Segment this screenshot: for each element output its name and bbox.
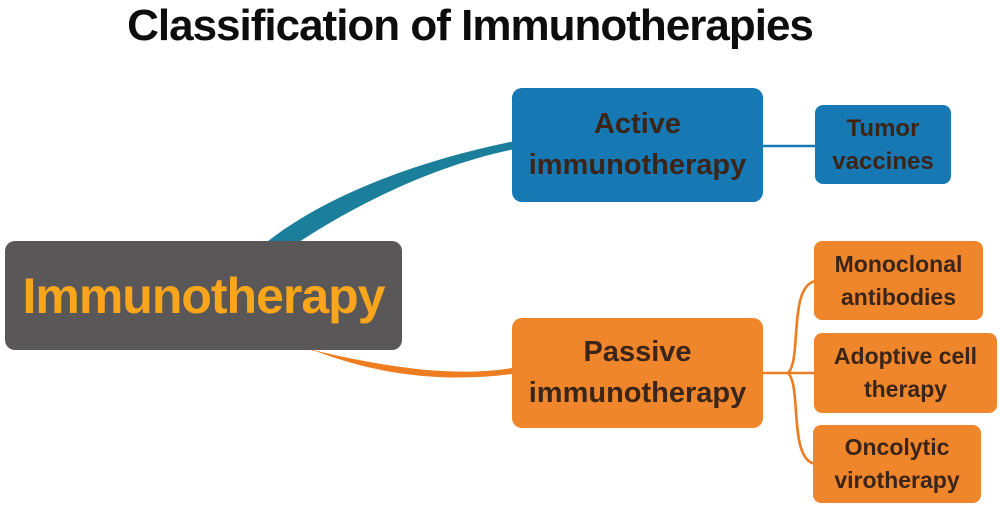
node-oncolytic-label-line2: virotherapy — [834, 467, 960, 493]
node-adoptive-cell-therapy: Adoptive cell therapy — [814, 333, 997, 413]
node-monoclonal-label-line2: antibodies — [840, 283, 956, 310]
node-tumor-label-line2: vaccines — [832, 147, 934, 175]
node-oncolytic-label-line1: Oncolytic — [844, 434, 950, 460]
node-monoclonal-label-line1: Monoclonal — [834, 250, 963, 277]
node-immunotherapy: Immunotherapy — [5, 241, 402, 350]
node-passive-label-line2: immunotherapy — [528, 377, 747, 409]
node-active-immunotherapy: Active immunotherapy — [512, 88, 763, 202]
node-passive-immunotherapy: Passive immunotherapy — [512, 318, 763, 428]
node-active-label-line2: immunotherapy — [528, 149, 747, 181]
node-monoclonal-antibodies: Monoclonal antibodies — [814, 241, 983, 320]
node-tumor-vaccines: Tumor vaccines — [815, 105, 951, 184]
bracket-branch-monoclonal — [786, 279, 818, 375]
connector-root-to-passive-curve — [300, 347, 512, 378]
bracket-branch-oncolytic — [786, 371, 818, 466]
connector-passive-bracket — [761, 279, 818, 466]
connector-root-to-active-curve — [257, 141, 515, 250]
node-active-label-line1: Active — [593, 108, 682, 140]
node-passive-label-line1: Passive — [583, 336, 692, 368]
diagram-title: Classification of Immunotherapies — [127, 1, 814, 50]
node-adoptive-label-line1: Adoptive cell — [833, 343, 978, 369]
node-tumor-label-line1: Tumor — [846, 114, 920, 142]
node-immunotherapy-label: Immunotherapy — [22, 267, 385, 324]
node-oncolytic-virotherapy: Oncolytic virotherapy — [813, 425, 981, 503]
node-adoptive-label-line2: therapy — [863, 376, 948, 402]
